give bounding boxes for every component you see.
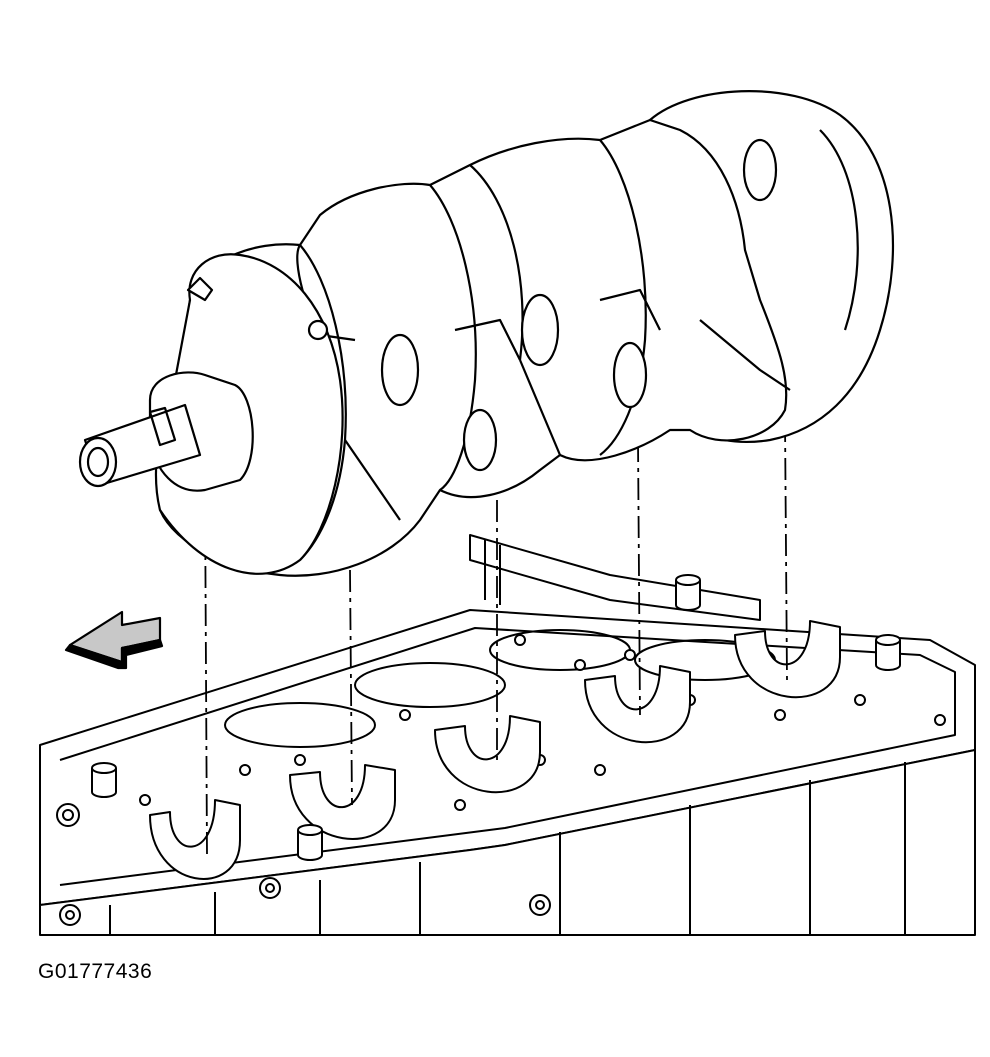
crankshaft-installation-diagram bbox=[0, 0, 990, 950]
block-deck-inner bbox=[60, 628, 955, 885]
dowel-pins bbox=[92, 575, 900, 860]
crankshaft bbox=[80, 91, 893, 576]
bearing-saddle-1 bbox=[150, 800, 240, 879]
figure-id-label: G01777436 bbox=[38, 960, 153, 983]
block-rear-ledge bbox=[470, 535, 760, 620]
bearing-saddle-3 bbox=[435, 716, 540, 792]
arrow-left-icon bbox=[66, 612, 162, 668]
bearing-saddle-5 bbox=[735, 621, 840, 697]
bearing-saddle-4 bbox=[585, 666, 690, 742]
main-bearing-saddles bbox=[150, 621, 840, 879]
alignment-lines bbox=[205, 420, 787, 855]
